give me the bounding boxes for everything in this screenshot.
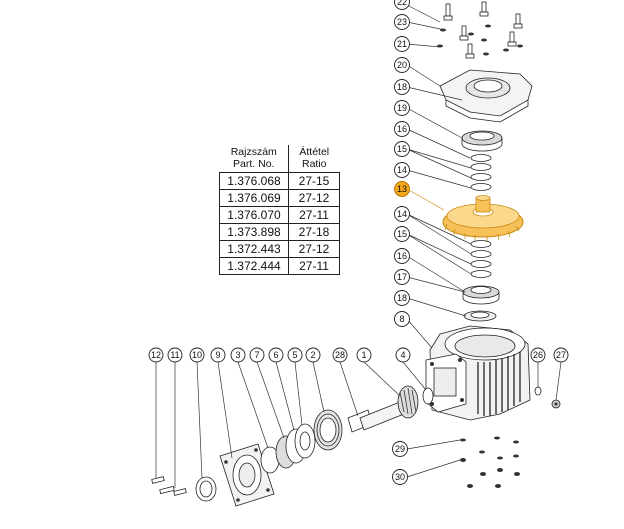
- ratio-cell: 27-15: [288, 172, 340, 190]
- input-shaft-assembly: [151, 385, 434, 507]
- callout-30: 30: [392, 469, 408, 485]
- worm-gear-highlighted: [442, 195, 524, 242]
- callout-29: 29: [392, 441, 408, 457]
- part-ratio-table: Rajzszám Part. No. Áttétel Ratio 1.376.0…: [219, 145, 340, 275]
- ratio-cell: 27-11: [288, 257, 340, 275]
- svg-text:6: 6: [273, 350, 278, 360]
- svg-text:29: 29: [395, 444, 405, 454]
- svg-text:30: 30: [395, 472, 405, 482]
- callout-4: 4: [395, 347, 411, 363]
- svg-text:14: 14: [397, 165, 407, 175]
- ratio-cell: 27-12: [288, 189, 340, 207]
- table-row: 1.372.444 27-11: [219, 257, 340, 275]
- svg-text:22: 22: [397, 0, 407, 7]
- callout-27: 27: [553, 347, 569, 363]
- svg-text:27: 27: [556, 350, 566, 360]
- part-no-cell: 1.376.070: [219, 206, 289, 224]
- svg-text:20: 20: [397, 60, 407, 70]
- svg-text:21: 21: [397, 39, 407, 49]
- oil-plug-parts: [534, 386, 561, 409]
- svg-text:9: 9: [215, 350, 220, 360]
- callout-11: 11: [167, 347, 183, 363]
- lower-bearing: [462, 285, 500, 322]
- callout-23: 23: [394, 14, 410, 30]
- callout-3: 3: [230, 347, 246, 363]
- callout-16-top: 16: [394, 121, 410, 137]
- svg-text:19: 19: [397, 103, 407, 113]
- svg-text:18: 18: [397, 82, 407, 92]
- top-cover-flange: [439, 69, 533, 123]
- callout-26: 26: [530, 347, 546, 363]
- part-no-header: Rajzszám Part. No.: [219, 145, 289, 173]
- svg-text:28: 28: [335, 350, 345, 360]
- ratio-cell: 27-12: [288, 240, 340, 258]
- part-no-cell: 1.372.443: [219, 240, 289, 258]
- lower-shim-rings: [470, 240, 492, 278]
- callout-15-top: 15: [394, 141, 410, 157]
- part-no-cell: 1.376.069: [219, 189, 289, 207]
- svg-text:14: 14: [397, 209, 407, 219]
- svg-text:8: 8: [399, 314, 404, 324]
- ratio-cell: 27-11: [288, 206, 340, 224]
- svg-text:23: 23: [397, 17, 407, 27]
- svg-text:1: 1: [361, 350, 366, 360]
- callout-18-top: 18: [394, 79, 410, 95]
- callout-9: 9: [210, 347, 226, 363]
- callout-22: 22: [394, 0, 410, 10]
- part-no-cell: 1.373.898: [219, 223, 289, 241]
- callout-13-highlighted: 13: [394, 181, 410, 197]
- svg-text:15: 15: [397, 229, 407, 239]
- callout-8: 8: [394, 311, 410, 327]
- callout-16-bottom: 16: [394, 248, 410, 264]
- svg-text:13: 13: [397, 184, 407, 194]
- callout-1: 1: [356, 347, 372, 363]
- bottom-bolts-group: [460, 436, 520, 488]
- callout-7: 7: [249, 347, 265, 363]
- svg-text:17: 17: [397, 272, 407, 282]
- svg-text:16: 16: [397, 124, 407, 134]
- callout-19: 19: [394, 100, 410, 116]
- callout-18-bottom: 18: [394, 290, 410, 306]
- svg-text:5: 5: [292, 350, 297, 360]
- svg-text:2: 2: [310, 350, 315, 360]
- callout-5: 5: [287, 347, 303, 363]
- callout-17: 17: [394, 269, 410, 285]
- upper-shim-rings: [470, 154, 492, 191]
- callout-14-bottom: 14: [394, 206, 410, 222]
- svg-text:4: 4: [400, 350, 405, 360]
- svg-text:11: 11: [170, 350, 179, 360]
- svg-text:15: 15: [397, 144, 407, 154]
- callout-20: 20: [394, 57, 410, 73]
- svg-text:12: 12: [151, 350, 161, 360]
- svg-text:26: 26: [533, 350, 543, 360]
- callout-14-top: 14: [394, 162, 410, 178]
- svg-text:7: 7: [254, 350, 259, 360]
- upper-bearing: [461, 130, 503, 152]
- callout-12: 12: [148, 347, 164, 363]
- table-row: 1.372.443 27-12: [219, 240, 340, 258]
- callout-6: 6: [268, 347, 284, 363]
- svg-text:3: 3: [235, 350, 240, 360]
- table-row: 1.373.898 27-18: [219, 223, 340, 241]
- leader-lines: [155, 4, 562, 488]
- part-no-cell: 1.372.444: [219, 257, 289, 275]
- ratio-header: Áttétel Ratio: [288, 145, 340, 173]
- part-no-cell: 1.376.068: [219, 172, 289, 190]
- svg-text:16: 16: [397, 251, 407, 261]
- callout-28: 28: [332, 347, 348, 363]
- gearbox-housing: [425, 325, 531, 421]
- callout-21: 21: [394, 36, 410, 52]
- table-row: 1.376.069 27-12: [219, 189, 340, 207]
- table-header-row: Rajzszám Part. No. Áttétel Ratio: [219, 145, 340, 173]
- ratio-cell: 27-18: [288, 223, 340, 241]
- svg-text:10: 10: [192, 350, 202, 360]
- table-row: 1.376.070 27-11: [219, 206, 340, 224]
- callout-10: 10: [189, 347, 205, 363]
- svg-text:18: 18: [397, 293, 407, 303]
- top-bolts-group: [437, 1, 523, 59]
- callout-2: 2: [305, 347, 321, 363]
- callout-15-bottom: 15: [394, 226, 410, 242]
- table-row: 1.376.068 27-15: [219, 172, 340, 190]
